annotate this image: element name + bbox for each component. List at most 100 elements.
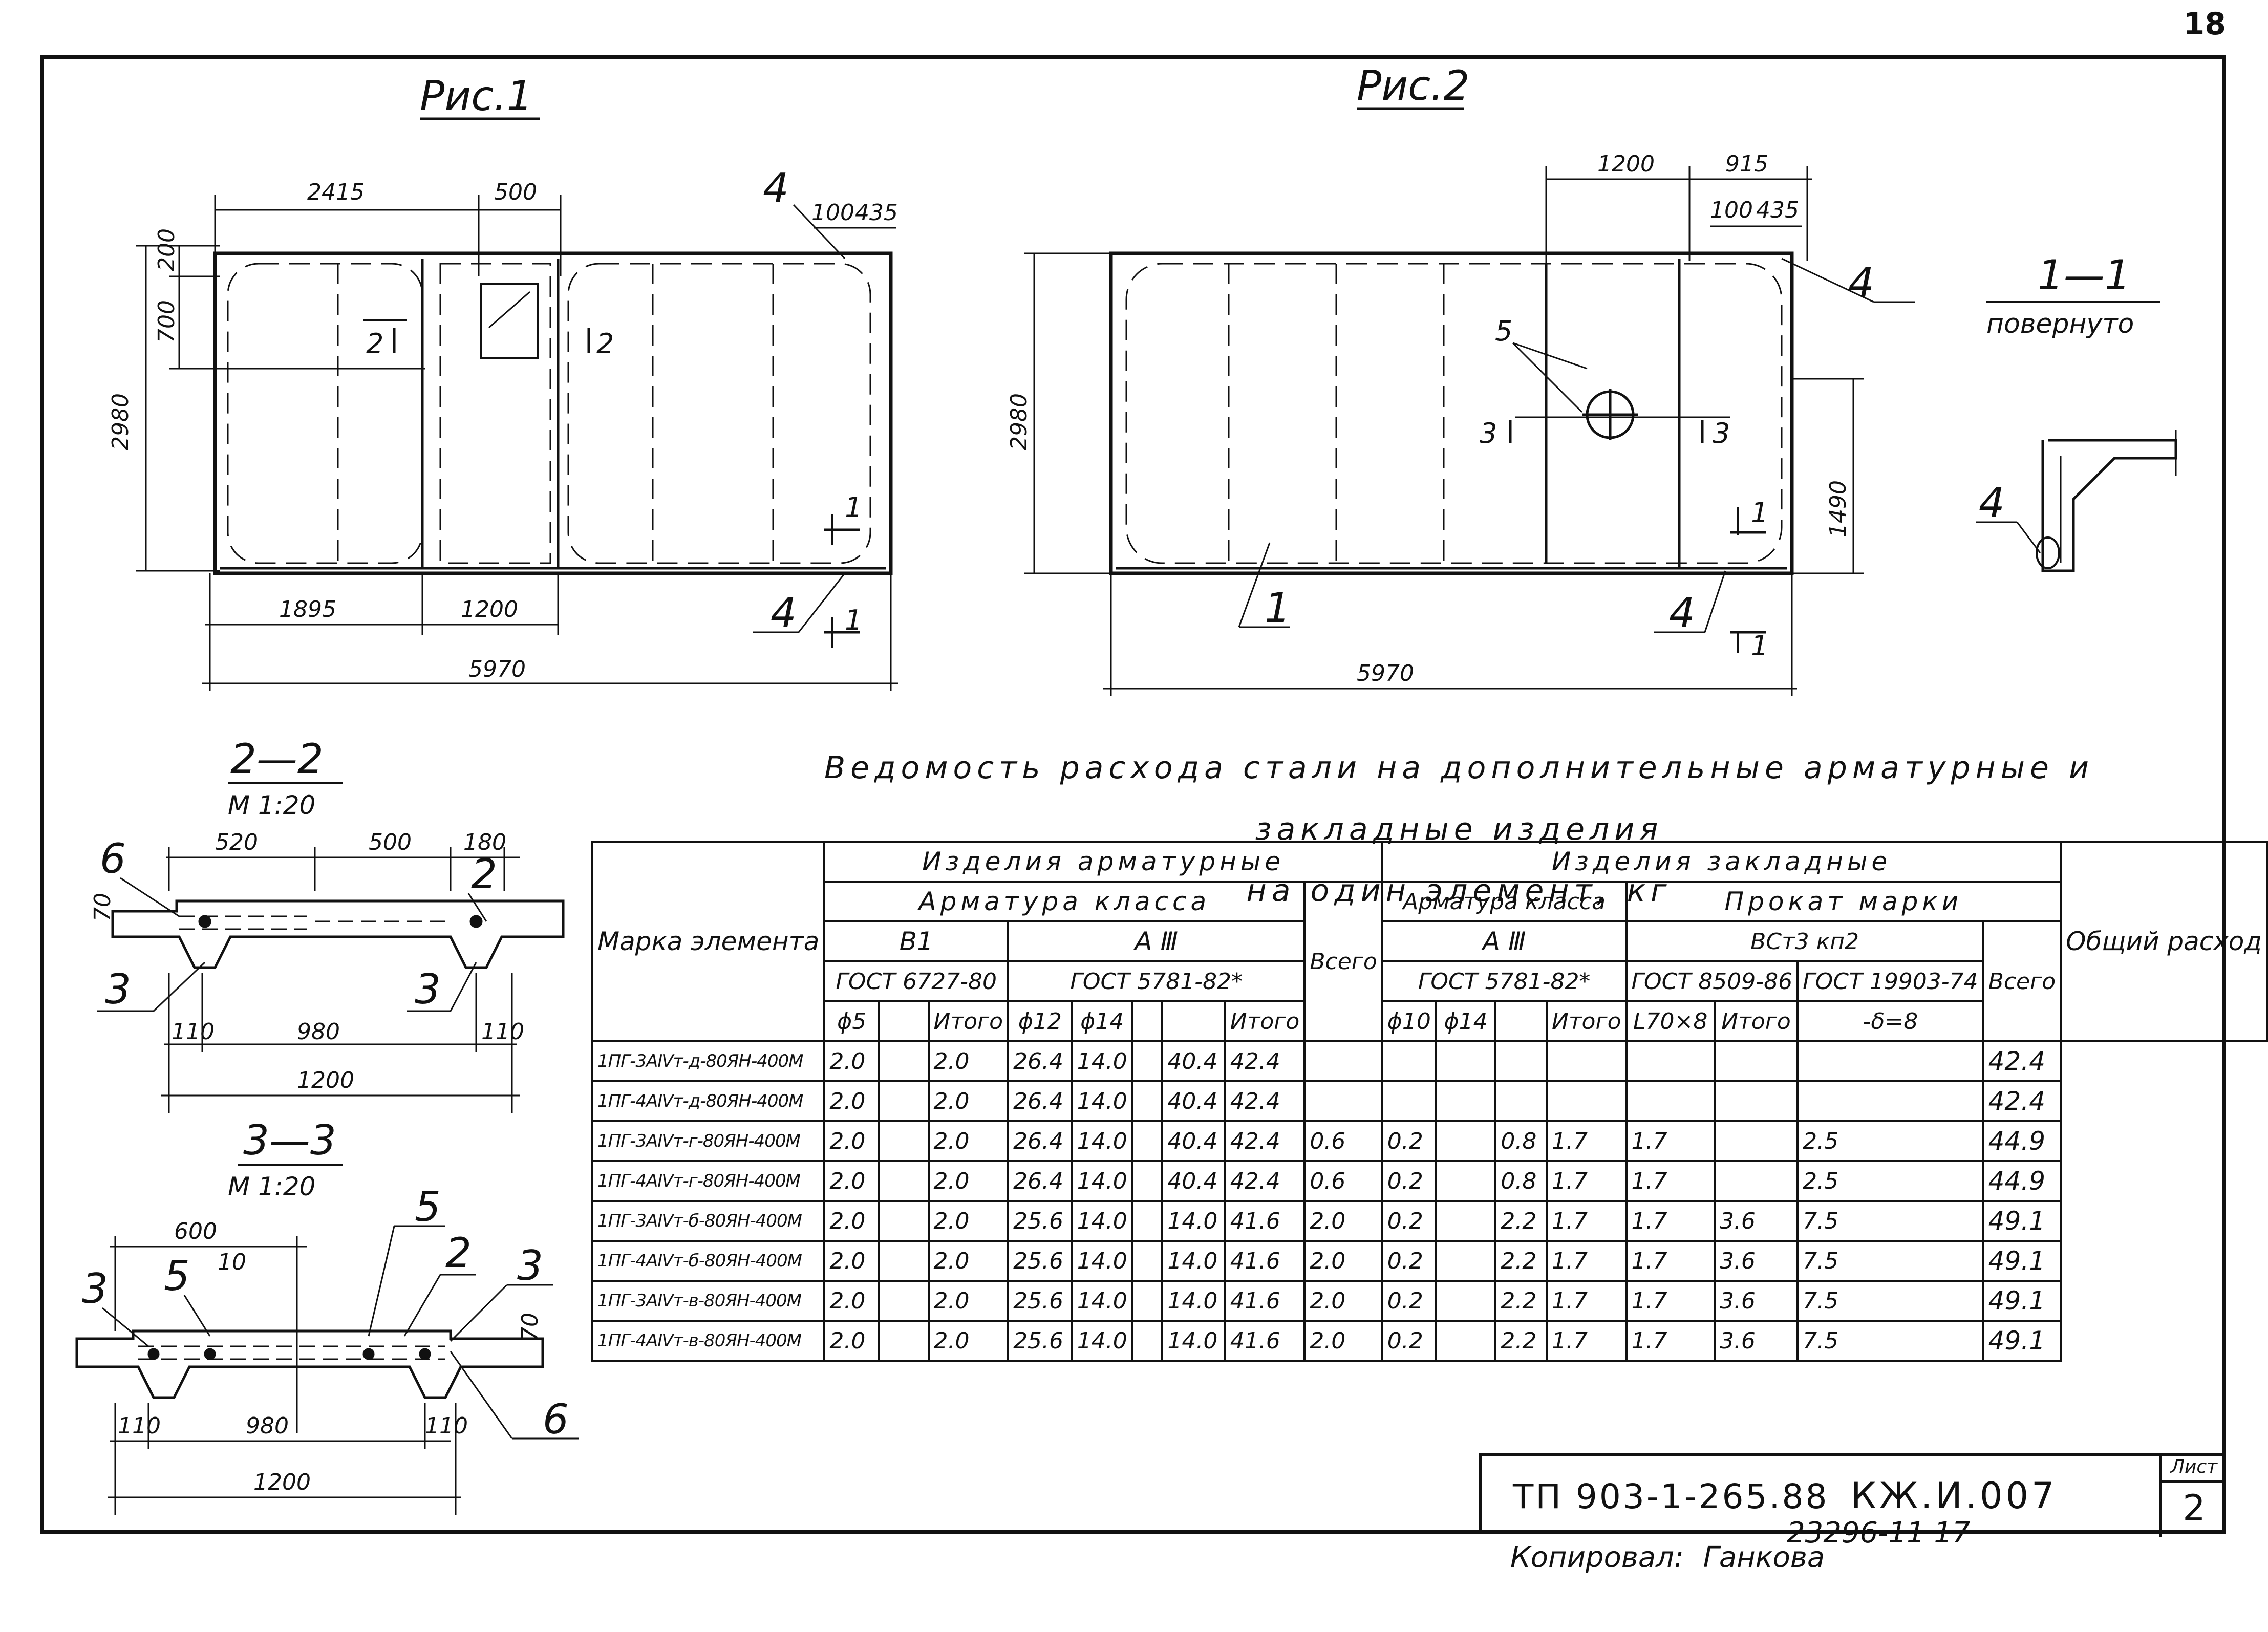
cell-d10: 0.6 xyxy=(1303,1160,1383,1202)
fig2-sec1-bottom: 1 xyxy=(1751,630,1768,662)
cell-itogo1: 2.0 xyxy=(927,1320,1010,1362)
cell-overall: 49.1 xyxy=(1982,1200,2062,1242)
row-mark: 1ПГ-4АⅣт-г-80ЯН-400М xyxy=(591,1160,826,1202)
cell-delta xyxy=(1713,1160,1799,1202)
title-block: ТП 903-1-265.88 КЖ.И.007 Лист 2 xyxy=(1479,1453,2226,1537)
fig2-dim-100: 100 xyxy=(1710,197,1753,223)
cell-d10: 2.0 xyxy=(1303,1320,1383,1362)
sec22-dim-110-left: 110 xyxy=(172,1019,215,1045)
sec22-mark-6: 6 xyxy=(100,835,126,883)
section-1-1: 1—1 повернуто 4 xyxy=(1976,251,2177,572)
cell-d12: 26.4 xyxy=(1007,1040,1073,1082)
cell-total1: 42.4 xyxy=(1224,1040,1306,1082)
fig1-sec1-bottom: 1 xyxy=(845,604,862,636)
cell-d14: 14.0 xyxy=(1071,1240,1133,1282)
cell-itogo2: 40.4 xyxy=(1161,1080,1226,1122)
cell-d10: 0.6 xyxy=(1303,1120,1383,1162)
cell-itogo3: 2.2 xyxy=(1494,1320,1548,1362)
cell-d14b: 0.2 xyxy=(1381,1320,1437,1362)
fig1-sec1-top: 1 xyxy=(845,491,862,524)
sec33-mark-3-left: 3 xyxy=(82,1265,108,1313)
row-mark: 1ПГ-4АⅣт-б-80ЯН-400М xyxy=(591,1240,826,1282)
header-total-embed: Всего xyxy=(1982,920,2062,1042)
cell-itogo4: 1.7 xyxy=(1625,1280,1716,1322)
cell-itogo1: 2.0 xyxy=(927,1240,1010,1282)
fig2-mark-5: 5 xyxy=(1495,315,1512,347)
cell-total2 xyxy=(1796,1040,1984,1082)
col-empty xyxy=(878,1000,930,1042)
cell-itogo4: 1.7 xyxy=(1625,1200,1716,1242)
sec22-dim-1200: 1200 xyxy=(297,1067,354,1093)
table-row: 1ПГ-3АⅣт-г-80ЯН-400М 2.0 2.0 26.4 14.0 4… xyxy=(591,1120,2267,1162)
cell-delta: 3.6 xyxy=(1713,1320,1799,1362)
cell-delta xyxy=(1713,1080,1799,1122)
sec22-mark-3-left: 3 xyxy=(105,965,131,1013)
cell-d14: 14.0 xyxy=(1071,1280,1133,1322)
col-empty xyxy=(1161,1000,1226,1042)
cell-itogo2: 14.0 xyxy=(1161,1320,1226,1362)
fig1-title: Рис.1 xyxy=(420,72,533,120)
cell-delta: 3.6 xyxy=(1713,1280,1799,1322)
col-delta: -δ=8 xyxy=(1796,1000,1984,1042)
fig2-dim-1490: 1490 xyxy=(1825,480,1851,538)
cell-overall: 44.9 xyxy=(1982,1120,2062,1162)
col-d10: ϕ10 xyxy=(1381,1000,1437,1042)
sec33-mark-5-right: 5 xyxy=(415,1183,441,1231)
row-mark: 1ПГ-3АⅣт-г-80ЯН-400М xyxy=(591,1120,826,1162)
sec22-title: 2—2 xyxy=(230,735,324,783)
fig1-dim-100: 100 xyxy=(811,200,854,226)
table-row: 1ПГ-3АⅣт-б-80ЯН-400М 2.0 2.0 25.6 14.0 1… xyxy=(591,1200,2267,1242)
cell-itogo1: 2.0 xyxy=(927,1120,1010,1162)
cell-d14: 14.0 xyxy=(1071,1040,1133,1082)
row-mark: 1ПГ-4АⅣт-в-80ЯН-400М xyxy=(591,1320,826,1362)
fig1-dim-200: 200 xyxy=(154,228,180,271)
cell-l70: 1.7 xyxy=(1546,1320,1628,1362)
cell-itogo3: 0.8 xyxy=(1494,1120,1548,1162)
cell-d14b: 0.2 xyxy=(1381,1120,1437,1162)
row-mark: 1ПГ-4АⅣт-д-80ЯН-400М xyxy=(591,1080,826,1122)
col-d14-embed: ϕ14 xyxy=(1435,1000,1497,1042)
cell-itogo4: 1.7 xyxy=(1625,1320,1716,1362)
header-reinf-class: Арматура класса xyxy=(823,881,1306,922)
cell-delta xyxy=(1713,1040,1799,1082)
fig1-dim-2415: 2415 xyxy=(307,179,365,205)
header-gost8509: ГОСТ 8509-86 xyxy=(1625,960,1799,1002)
fig2-title: Рис.2 xyxy=(1357,62,1470,110)
cell-d12: 25.6 xyxy=(1007,1280,1073,1322)
cell-itogo1: 2.0 xyxy=(927,1080,1010,1122)
fig2-sec3-left: 3 xyxy=(1480,417,1497,449)
cell-total1: 42.4 xyxy=(1224,1160,1306,1202)
col-d14: ϕ14 xyxy=(1071,1000,1133,1042)
cell-overall: 42.4 xyxy=(1982,1040,2062,1082)
cell-d5: 2.0 xyxy=(823,1120,881,1162)
col-itogo-3: Итого xyxy=(1546,1000,1628,1042)
col-d12: ϕ12 xyxy=(1007,1000,1073,1042)
sec33-dim-600: 600 xyxy=(174,1218,217,1244)
cell-l70: 1.7 xyxy=(1546,1280,1628,1322)
header-gost19903: ГОСТ 19903-74 xyxy=(1796,960,1984,1002)
sec33-dim-110-left: 110 xyxy=(118,1413,161,1439)
cell-total1: 41.6 xyxy=(1224,1200,1306,1242)
fig1-sec2-left: 2 xyxy=(366,328,383,360)
fig2-mark-4-top: 4 xyxy=(1848,259,1874,307)
col-empty xyxy=(1494,1000,1548,1042)
copied-name: Ганкова xyxy=(1703,1541,1825,1574)
col-l70: L70×8 xyxy=(1625,1000,1716,1042)
fig1-dim-5970: 5970 xyxy=(468,656,526,682)
fig2-sec3-right: 3 xyxy=(1713,417,1730,449)
cell-d5: 2.0 xyxy=(823,1040,881,1082)
header-gost5781-embed: ГОСТ 5781-82* xyxy=(1381,960,1628,1002)
cell-itogo3: 2.2 xyxy=(1494,1240,1548,1282)
row-mark: 1ПГ-3АⅣт-д-80ЯН-400М xyxy=(591,1040,826,1082)
fig1-dim-435: 435 xyxy=(855,200,898,226)
sec33-mark-6: 6 xyxy=(543,1395,569,1443)
cell-d14: 14.0 xyxy=(1071,1160,1133,1202)
cell-d5: 2.0 xyxy=(823,1200,881,1242)
header-gost5781: ГОСТ 5781-82* xyxy=(1007,960,1306,1002)
cell-d5: 2.0 xyxy=(823,1320,881,1362)
header-vst: ВСт3 кп2 xyxy=(1625,920,1984,962)
cell-d12: 26.4 xyxy=(1007,1080,1073,1122)
header-embedded-items: Изделия закладные xyxy=(1381,841,2062,883)
header-b1: В1 xyxy=(823,920,1010,962)
fig2-dim-2980: 2980 xyxy=(1006,393,1032,450)
